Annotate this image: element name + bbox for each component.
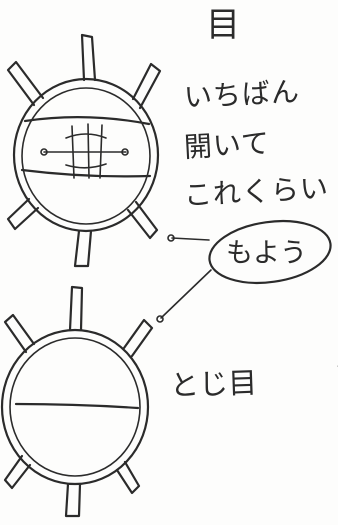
- open-eye-spike-top: [80, 33, 97, 82]
- closed-eye-spike-top-left: [3, 313, 36, 354]
- closed-eye-spike-top: [68, 285, 84, 332]
- closed-eye-outline: [0, 328, 150, 486]
- closed-eye-spike-top-right: [122, 318, 154, 358]
- closed-eye-spike-bottom: [64, 482, 82, 518]
- open-eye-lower-lid: [20, 168, 152, 178]
- open-eye-right-dot: [121, 148, 129, 156]
- closed-eye-inner-outline: [9, 337, 141, 477]
- closed-eye-drawing: [0, 285, 154, 518]
- open-eye-outline: [12, 77, 160, 233]
- open-eye-spike-top-left: [6, 60, 45, 107]
- open-eye-spike-top-right: [131, 62, 162, 110]
- open-eye-drawing: [6, 33, 162, 268]
- open-eye-inner-outline: [21, 87, 151, 225]
- pattern-pointer-down-dot: [156, 315, 164, 323]
- closed-eye-spike-bottom-left: [3, 454, 32, 490]
- note-line-3: これくらい: [183, 171, 330, 212]
- closed-eye-spike-bottom-right: [115, 460, 141, 495]
- closed-eye-label: とじ目: [169, 365, 258, 403]
- title-kanji: 目: [206, 5, 240, 45]
- edge-mark: 〈: [314, 348, 338, 388]
- pattern-callout: [156, 220, 332, 323]
- pattern-bubble: [208, 220, 332, 284]
- open-eye-upper-lid: [23, 116, 151, 126]
- pattern-pointer-left-dot: [167, 234, 175, 242]
- open-eye-spike-bottom: [73, 229, 93, 268]
- closed-eye-lid-line: [14, 402, 140, 410]
- open-eye-left-dot: [40, 148, 48, 156]
- note-line-1: いちばん: [183, 74, 301, 114]
- pattern-label: もよう: [226, 238, 307, 269]
- note-line-2: 開いて: [183, 126, 271, 164]
- open-eye-pupil: [65, 123, 107, 179]
- open-eye-spike-bottom-right: [126, 200, 159, 240]
- open-eye-spike-bottom-left: [6, 197, 40, 231]
- pattern-pointer-down: [160, 269, 212, 319]
- pattern-pointer-left: [171, 237, 210, 241]
